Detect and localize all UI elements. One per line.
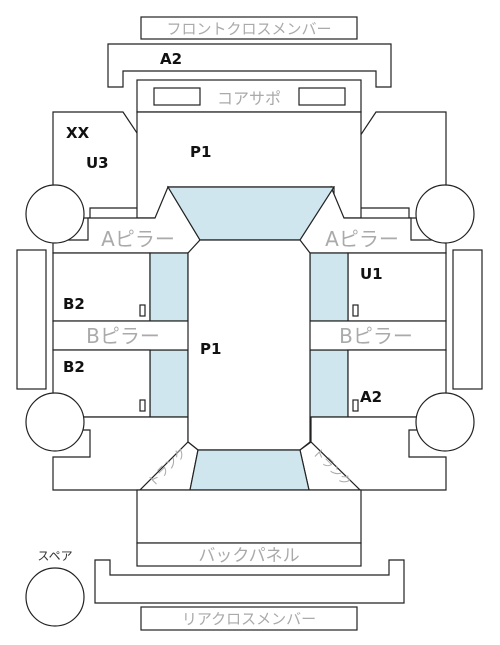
back-panel-label: バックパネル [198, 546, 299, 566]
front-right-wheel[interactable] [415, 184, 475, 244]
rear-left-wheel[interactable] [25, 392, 85, 452]
right-mirror-panel[interactable] [452, 249, 483, 390]
back-panel[interactable] [136, 542, 362, 567]
front-left-fender-code-u3: U3 [86, 154, 109, 172]
right-b-pillar-panel[interactable] [308, 320, 447, 351]
rear-cross-member-label: リアクロスメンバー [182, 610, 316, 628]
front-left-door-panel[interactable] [52, 252, 151, 322]
roof-code: P1 [200, 340, 221, 358]
front-cross-member-panel[interactable] [140, 16, 358, 40]
front-left-fender-code-xx: XX [66, 124, 90, 142]
right-b-pillar-label: Bピラー [339, 324, 413, 348]
spare-tire[interactable] [25, 567, 85, 627]
front-right-door-panel[interactable] [347, 252, 447, 322]
rear-right-window[interactable] [309, 349, 349, 418]
left-b-pillar-label: Bピラー [86, 324, 160, 348]
front-bumper-panel[interactable] [107, 43, 392, 88]
front-left-window[interactable] [149, 252, 189, 322]
front-left-door-handle [139, 304, 146, 317]
front-right-door-code: U1 [360, 265, 383, 283]
front-right-door-handle [352, 304, 359, 317]
left-a-pillar-label: Aピラー [101, 227, 175, 251]
left-mirror-panel[interactable] [16, 249, 47, 390]
rear-right-wheel[interactable] [415, 392, 475, 452]
front-left-door-code: B2 [63, 295, 85, 313]
rear-window-glass[interactable] [189, 449, 310, 491]
rear-cross-member-panel[interactable] [140, 606, 358, 631]
rear-left-window[interactable] [149, 349, 189, 418]
right-a-pillar-label: Aピラー [325, 227, 399, 251]
front-bumper-code: A2 [160, 50, 182, 68]
front-right-window[interactable] [309, 252, 349, 322]
rear-left-door-handle [139, 399, 146, 412]
front-cross-member-label: フロントクロスメンバー [166, 20, 331, 38]
rear-right-door-code: A2 [360, 388, 382, 406]
hood-code: P1 [190, 143, 211, 161]
trunk-lid-panel[interactable] [136, 489, 362, 544]
rear-bumper-panel[interactable] [94, 559, 405, 604]
rear-right-door-handle [352, 399, 359, 412]
left-headlight[interactable] [153, 87, 201, 106]
left-b-pillar-panel[interactable] [52, 320, 191, 351]
right-headlight[interactable] [298, 87, 346, 106]
front-left-wheel[interactable] [25, 184, 85, 244]
spare-tire-label: スペア [37, 549, 72, 563]
core-support-label: コアサポ [217, 89, 281, 108]
rear-left-door-code: B2 [63, 358, 85, 376]
